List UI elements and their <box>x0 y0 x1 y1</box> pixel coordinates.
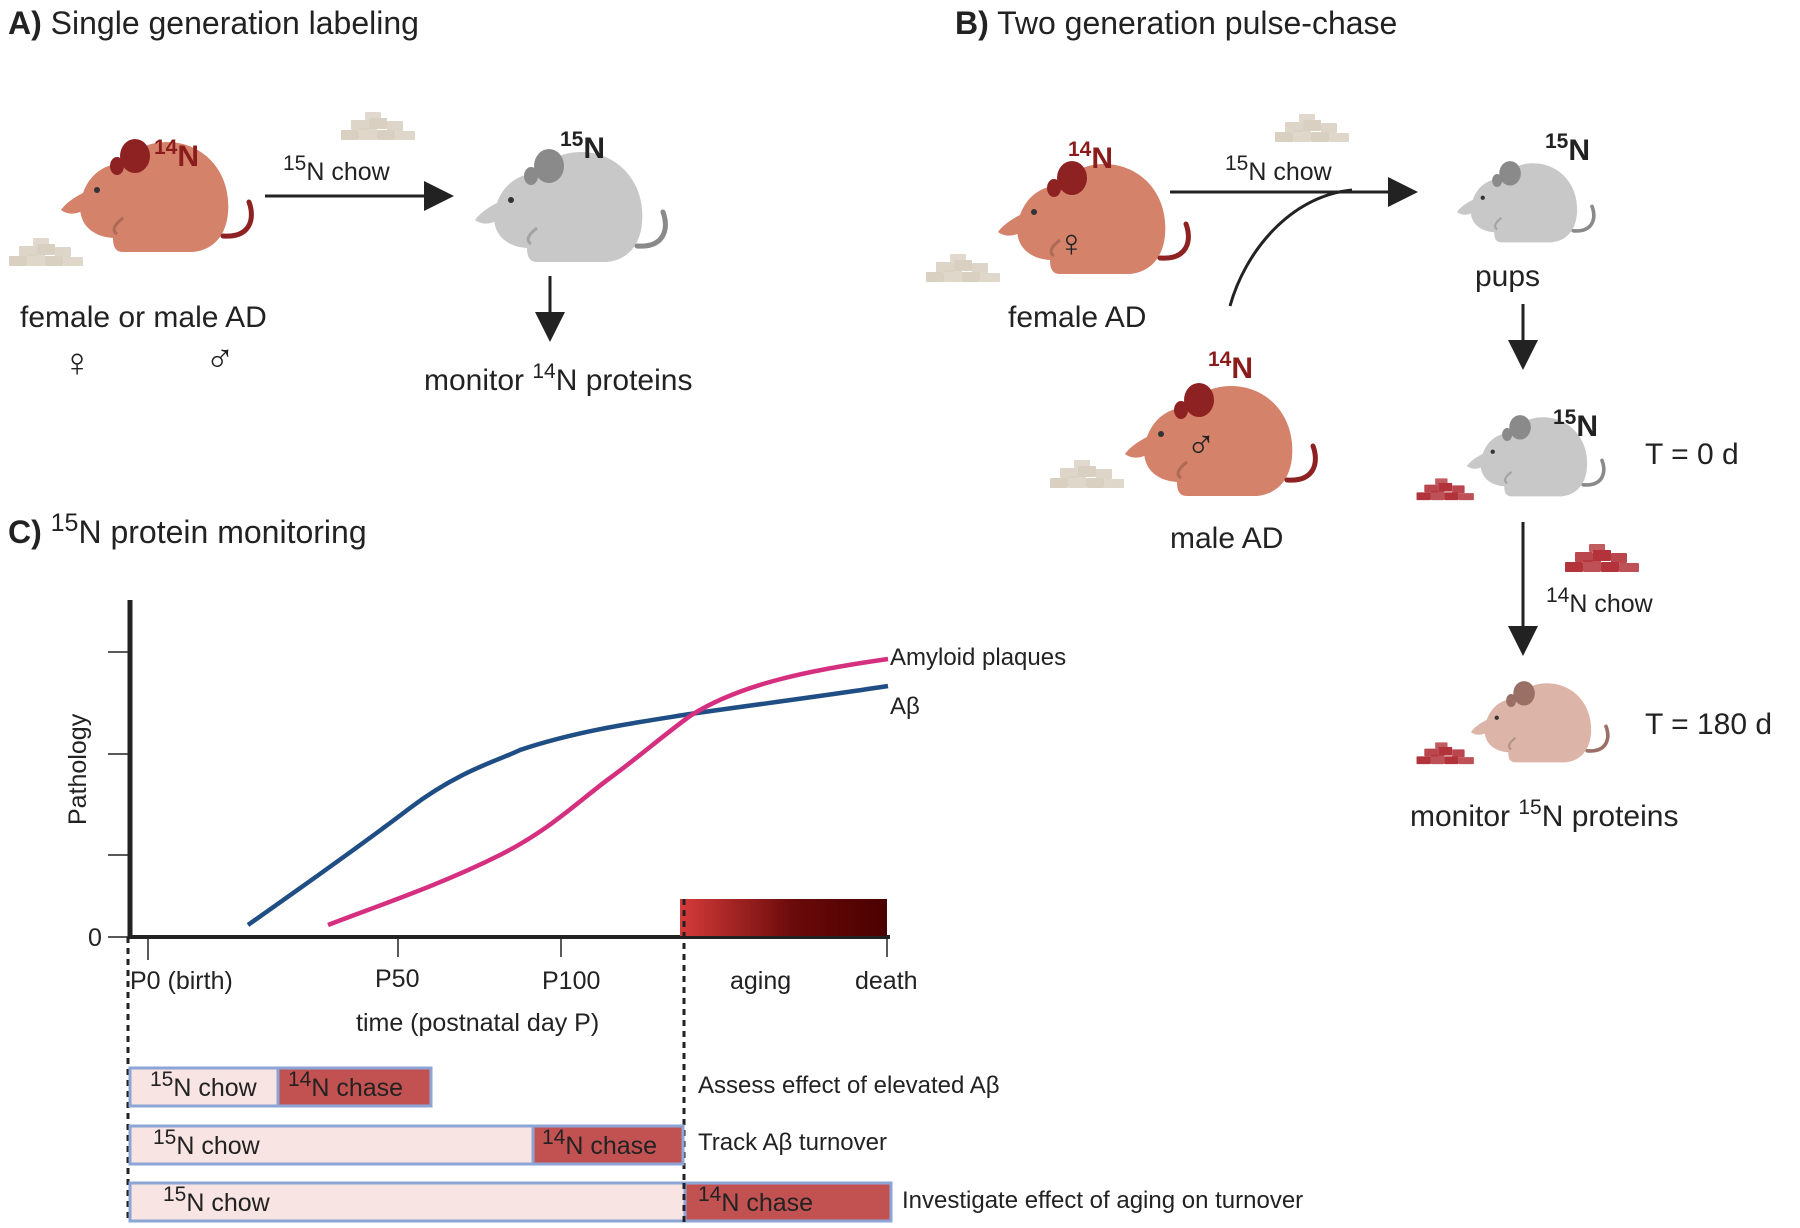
y-zero-label: 0 <box>88 924 102 952</box>
y-ticks <box>108 651 130 938</box>
chow-14n-pile-icon <box>1416 742 1474 765</box>
mouse-15n-icon <box>475 149 665 262</box>
isotope-15n-t0-label: 15N <box>1553 406 1598 443</box>
arrow-label-15n-chow: 15N chow <box>283 152 391 186</box>
chow-15n-pile-icon <box>1275 114 1349 142</box>
x-tick-label-p100: P100 <box>542 967 600 995</box>
chow-segment <box>128 1181 687 1223</box>
series-line-abeta <box>246 683 889 927</box>
t180-label: T = 180 d <box>1645 708 1772 741</box>
legend-amyloid-plaques: Amyloid plaques <box>890 644 1066 671</box>
chase-segment-label: 14N chase <box>698 1183 813 1217</box>
x-tick-label-p50: P50 <box>375 965 419 993</box>
isotope-15n-pups-label: 15N <box>1545 130 1590 167</box>
experiment-bar-1: 15N chow 14N chase Assess effect of elev… <box>128 1066 1000 1108</box>
x-ticks <box>147 937 888 960</box>
mouse-label-female-or-male: female or male AD <box>20 301 267 334</box>
bar-description: Track Aβ turnover <box>698 1129 887 1156</box>
experiment-bar-3: 15N chow 14N chase Investigate effect of… <box>128 1181 1303 1223</box>
aging-gradient-bar <box>680 899 887 936</box>
x-tick-label-aging: aging <box>730 967 791 995</box>
chase-segment-label: 14N chase <box>542 1126 657 1160</box>
panel-a-heading: A) Single generation labeling <box>8 5 419 41</box>
mouse-male-ad-icon <box>1125 383 1315 496</box>
chow-14n-pile-icon <box>1416 478 1474 501</box>
pups-label: pups <box>1475 260 1540 293</box>
male-symbol-icon: ♂ <box>1186 423 1216 467</box>
female-ad-label: female AD <box>1008 301 1146 334</box>
chow-15n-pile-icon <box>926 254 1000 282</box>
male-symbol-icon: ♂ <box>205 337 235 381</box>
chow-segment-label: 15N chow <box>150 1068 258 1102</box>
female-symbol-icon: ♀ <box>1057 223 1086 265</box>
chow-15n-pile-icon <box>341 112 415 140</box>
legend-abeta: Aβ <box>890 693 920 720</box>
arrow-label-15n-chow-b: 15N chow <box>1225 152 1333 186</box>
male-contribution-curve <box>1228 188 1353 307</box>
series-line-amyloid-plaques <box>327 656 889 928</box>
chow-14n-pile-icon <box>1565 544 1639 572</box>
chow-segment-label: 15N chow <box>153 1126 261 1160</box>
chase-segment <box>683 1181 893 1223</box>
chow-15n-pile-icon <box>1050 460 1124 488</box>
female-symbol-icon: ♀ <box>62 341 92 385</box>
panel-c-heading: C) 15N protein monitoring <box>8 509 367 550</box>
mouse-t180-icon <box>1469 679 1610 765</box>
mouse-female-ad-icon <box>998 161 1188 274</box>
x-axis-label: time (postnatal day P) <box>356 1009 599 1037</box>
chase-segment <box>276 1066 433 1108</box>
t0-label: T = 0 d <box>1645 438 1739 471</box>
isotope-14n-male-label: 14N <box>1208 348 1253 385</box>
chow-15n-pile-icon <box>9 238 83 266</box>
isotope-14n-female-label: 14N <box>1068 138 1113 175</box>
chase-segment-label: 14N chase <box>288 1068 403 1102</box>
monitor-15n-proteins-label: monitor 15N proteins <box>1410 796 1678 833</box>
isotope-14n-label: 14N <box>154 136 199 173</box>
isotope-15n-label: 15N <box>560 128 605 165</box>
y-axis-label: Pathology <box>64 713 92 825</box>
chow-14n-label: 14N chow <box>1546 584 1654 618</box>
bar-description: Assess effect of elevated Aβ <box>698 1072 1000 1099</box>
mouse-pups-icon <box>1455 159 1596 245</box>
chow-segment <box>128 1124 535 1166</box>
panel-b-heading: B) Two generation pulse-chase <box>955 5 1397 41</box>
x-tick-label-p0: P0 (birth) <box>130 967 233 995</box>
x-tick-label-death: death <box>855 967 918 995</box>
experiment-bar-2: 15N chow 14N chase Track Aβ turnover <box>128 1124 887 1166</box>
monitor-14n-proteins-label: monitor 14N proteins <box>424 360 692 397</box>
chow-segment-label: 15N chow <box>163 1183 271 1217</box>
bar-description: Investigate effect of aging on turnover <box>902 1187 1303 1214</box>
chase-segment <box>531 1124 685 1166</box>
male-ad-label: male AD <box>1170 522 1283 555</box>
